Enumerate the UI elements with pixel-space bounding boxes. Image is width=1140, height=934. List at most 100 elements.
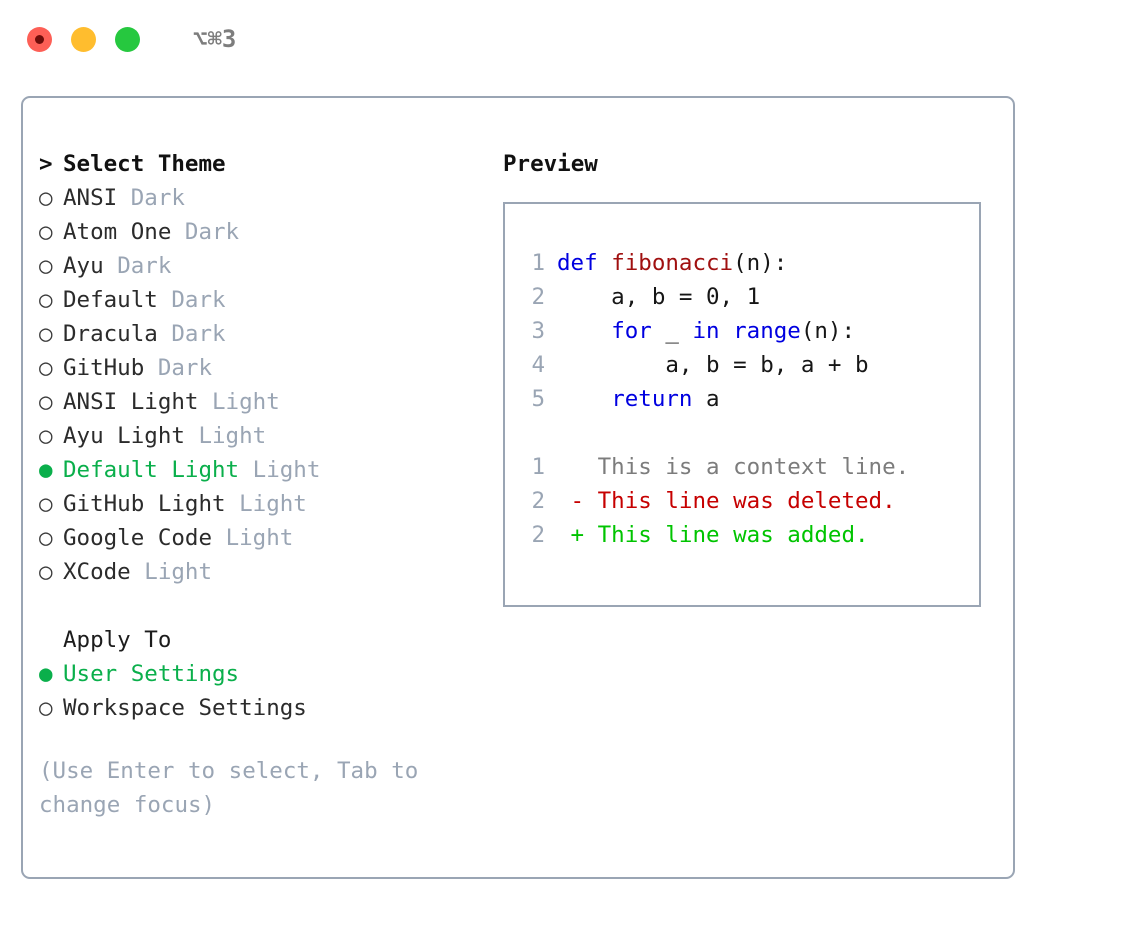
theme-name: Ayu <box>63 253 118 279</box>
code-token: - This line was deleted. <box>557 488 896 514</box>
diff-line: 2 + This line was added. <box>519 518 979 552</box>
code-line-text: + This line was added. <box>557 518 869 552</box>
radio-unselected-icon[interactable]: ○ <box>39 559 53 585</box>
theme-list-item[interactable]: ○Ayu Dark <box>39 249 479 283</box>
theme-variant-badge: Light <box>225 525 294 551</box>
theme-list-item[interactable]: ○ XCode Light <box>39 555 479 589</box>
theme-list-item[interactable]: ○ GitHub Light Light <box>39 487 479 521</box>
radio-unselected-icon[interactable]: ○ <box>39 423 53 449</box>
diff-sample: 1 This is a context line.2 - This line w… <box>519 450 979 552</box>
theme-list-item[interactable]: ○ Google Code Light <box>39 521 479 555</box>
line-number: 2 <box>531 488 545 514</box>
theme-list-item[interactable]: ○ Default Dark <box>39 283 479 317</box>
code-line-text: This is a context line. <box>557 450 910 484</box>
radio-selected-icon[interactable]: ● <box>39 661 53 687</box>
apply-to-label-row: ○Apply To <box>39 623 479 657</box>
code-token: (n): <box>800 318 856 344</box>
code-token: for <box>611 318 652 344</box>
theme-list-item[interactable]: ○Atom One Dark <box>39 215 479 249</box>
radio-unselected-icon[interactable]: ○ <box>39 185 53 211</box>
line-number: 1 <box>531 454 545 480</box>
theme-list-item[interactable]: ●Default Light Light <box>39 453 479 487</box>
code-token: in <box>692 318 720 344</box>
code-line-text: - This line was deleted. <box>557 484 896 518</box>
apply-to-option[interactable]: ● User Settings <box>39 657 479 691</box>
code-token: This is a context line. <box>557 454 910 480</box>
radio-unselected-icon[interactable]: ○ <box>39 389 53 415</box>
theme-name: Dracula <box>63 321 172 347</box>
line-number: 4 <box>531 352 545 378</box>
theme-name: ANSI <box>63 185 131 211</box>
title-bar: ⌥⌘3 <box>0 0 1140 78</box>
code-token: a, b = b, a + b <box>557 352 869 378</box>
code-token: range <box>733 318 801 344</box>
theme-list-item[interactable]: ○ ANSI Dark <box>39 181 479 215</box>
theme-variant-badge: Light <box>198 423 267 449</box>
theme-variant-badge: Light <box>144 559 213 585</box>
theme-variant-badge: Light <box>212 389 280 415</box>
main-panel: >Select Theme ○ANSI Dark○Atom One Dark○A… <box>21 96 1015 879</box>
code-line: 5 return a <box>519 382 979 416</box>
theme-variant-badge: Dark <box>130 185 185 211</box>
theme-variant-badge: Light <box>239 491 307 517</box>
apply-to-option-label: User Settings <box>63 661 240 687</box>
radio-unselected-icon[interactable]: ○ <box>39 695 53 721</box>
radio-unselected-icon[interactable]: ○ <box>39 355 53 381</box>
theme-name: GitHub Light <box>63 491 240 517</box>
theme-name: Default <box>63 287 172 313</box>
theme-name: Ayu Light <box>63 423 199 449</box>
theme-variant-badge: Dark <box>184 219 240 245</box>
code-token <box>720 318 734 344</box>
apply-to-marker-placeholder: ○ <box>39 623 63 657</box>
code-token: fibonacci <box>611 250 734 276</box>
code-token: + This line was added. <box>557 522 869 548</box>
radio-selected-icon[interactable]: ● <box>39 457 53 483</box>
theme-list-item[interactable]: ○ Ayu Light Light <box>39 419 479 453</box>
code-line-text: return a <box>557 382 719 416</box>
apply-to-option-label: Workspace Settings <box>63 695 307 721</box>
radio-unselected-icon[interactable]: ○ <box>39 491 53 517</box>
radio-unselected-icon[interactable]: ○ <box>39 321 53 347</box>
theme-variant-badge: Dark <box>171 321 226 347</box>
apply-to-label: Apply To <box>63 627 172 653</box>
theme-variant-badge: Dark <box>157 355 213 381</box>
diff-line: 1 This is a context line. <box>519 450 979 484</box>
radio-unselected-icon[interactable]: ○ <box>39 287 53 313</box>
line-number: 3 <box>531 318 545 344</box>
section-title: Select Theme <box>63 151 226 177</box>
theme-variant-badge: Dark <box>171 287 226 313</box>
code-diff-gap <box>519 416 979 450</box>
theme-name: XCode <box>63 559 145 585</box>
code-line: 1 def fibonacci(n): <box>519 246 979 280</box>
theme-list-item[interactable]: ○ANSI Light Light <box>39 385 479 419</box>
line-number: 2 <box>531 522 545 548</box>
code-line: 4 a, b = b, a + b <box>519 348 979 382</box>
theme-list-header: > Select Theme <box>39 147 479 181</box>
code-token <box>557 318 611 344</box>
diff-line: 2 - This line was deleted. <box>519 484 979 518</box>
line-number: 2 <box>531 284 545 310</box>
code-line-text: def fibonacci(n): <box>557 246 787 280</box>
radio-unselected-icon[interactable]: ○ <box>39 219 53 245</box>
theme-name: Default Light <box>63 457 253 483</box>
caret-icon: > <box>39 151 53 177</box>
minimize-light-icon[interactable] <box>71 26 96 52</box>
preview-title: Preview <box>503 151 598 177</box>
keyboard-shortcut-label: ⌥⌘3 <box>193 25 237 53</box>
theme-name: Google Code <box>63 525 226 551</box>
theme-list-item[interactable]: ○ Dracula Dark <box>39 317 479 351</box>
radio-unselected-icon[interactable]: ○ <box>39 525 53 551</box>
theme-list-item[interactable]: ○GitHub Dark <box>39 351 479 385</box>
line-number: 5 <box>531 386 545 412</box>
line-number: 1 <box>531 250 545 276</box>
radio-unselected-icon[interactable]: ○ <box>39 253 53 279</box>
code-token: return <box>611 386 693 412</box>
close-light-icon[interactable] <box>27 26 52 52</box>
maximize-light-icon[interactable] <box>115 26 140 52</box>
code-token <box>557 386 611 412</box>
code-token: a, b = 0, 1 <box>557 284 761 310</box>
apply-to-option[interactable]: ○ Workspace Settings <box>39 691 479 725</box>
